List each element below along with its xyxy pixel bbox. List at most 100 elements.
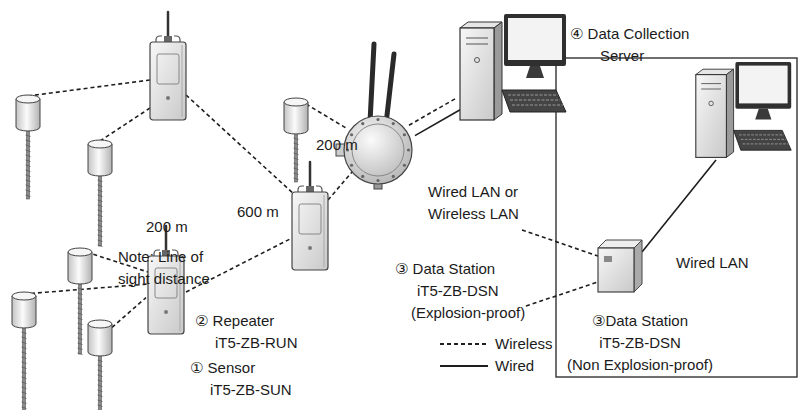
sensor-thread bbox=[98, 405, 103, 407]
sensor-thread bbox=[78, 323, 83, 325]
sensor-thread bbox=[26, 155, 31, 157]
sensor-thread bbox=[26, 150, 31, 152]
device-icon bbox=[598, 240, 642, 292]
sensor-thread bbox=[22, 352, 27, 354]
wired-sample bbox=[440, 365, 488, 367]
sensor-thread bbox=[78, 338, 83, 340]
text-line: Note: Line of bbox=[118, 246, 210, 268]
sensor-cap bbox=[88, 140, 112, 148]
text-line: ② Repeater bbox=[195, 310, 298, 332]
station-lid bbox=[352, 124, 404, 176]
sensor-body bbox=[284, 102, 308, 134]
key-row bbox=[741, 139, 786, 140]
antenna-base bbox=[164, 36, 172, 42]
text-line: ③ Data Station bbox=[395, 258, 525, 280]
server-node: ④ Data Collection Server bbox=[458, 14, 566, 132]
sensor-thread bbox=[26, 180, 31, 182]
sensor-cap bbox=[16, 95, 40, 103]
sensor-body bbox=[68, 252, 92, 284]
distance-label: 200 m bbox=[316, 134, 358, 156]
device-drawing bbox=[336, 44, 412, 189]
tower-front bbox=[460, 28, 494, 120]
repeater-body bbox=[150, 42, 186, 120]
monitor-stand bbox=[526, 66, 544, 78]
sensor-thread bbox=[26, 145, 31, 147]
sensor-thread bbox=[98, 220, 103, 222]
sensor-thread bbox=[98, 185, 103, 187]
wireless-link bbox=[328, 172, 352, 200]
housing-bolt bbox=[350, 164, 353, 167]
sensor-device bbox=[284, 98, 308, 182]
sensor-thread bbox=[26, 170, 31, 172]
sensor-thread bbox=[22, 342, 27, 344]
sensor-thread bbox=[98, 215, 103, 217]
status-led bbox=[308, 246, 312, 250]
power-button bbox=[475, 58, 480, 63]
sensor-thread bbox=[22, 382, 27, 384]
sensor-thread bbox=[98, 365, 103, 367]
sensor-thread bbox=[98, 210, 103, 212]
sensor-thread bbox=[78, 343, 83, 345]
sensor-thread bbox=[98, 225, 103, 227]
sensor-device bbox=[16, 95, 40, 199]
wireless-link bbox=[526, 282, 598, 306]
sensor-thread bbox=[22, 377, 27, 379]
station-antenna bbox=[386, 54, 394, 124]
wireless-link bbox=[306, 104, 346, 128]
sensor-thread bbox=[22, 402, 27, 404]
sensor-thread bbox=[26, 195, 31, 197]
box-indicator bbox=[604, 256, 612, 262]
text-line: iT5-ZB-DSN bbox=[395, 280, 525, 302]
text-line: 200 m bbox=[316, 134, 358, 156]
legend-sample bbox=[436, 355, 492, 377]
wired-link bbox=[415, 109, 461, 135]
text-line: iT5-ZB-DSN bbox=[560, 332, 720, 354]
housing-bolt bbox=[350, 133, 353, 136]
sensor-device bbox=[12, 292, 36, 410]
device-drawing bbox=[598, 240, 642, 292]
wireless-link bbox=[186, 95, 296, 196]
repeater-edge bbox=[182, 45, 183, 117]
text-line: ③Data Station bbox=[560, 310, 720, 332]
sensor-rod bbox=[99, 174, 102, 246]
status-led bbox=[164, 310, 168, 314]
link-label: Wired LAN bbox=[676, 252, 749, 274]
sensor-thread bbox=[78, 308, 83, 310]
sensor-thread bbox=[22, 347, 27, 349]
sensor-rod bbox=[79, 282, 82, 354]
text-line: 200 m bbox=[146, 216, 188, 238]
antenna-base bbox=[306, 186, 314, 192]
legend-sample bbox=[436, 333, 492, 355]
sensor-thread bbox=[98, 205, 103, 207]
legend-text: Wireless bbox=[495, 333, 553, 355]
sensor-thread bbox=[98, 390, 103, 392]
sensor-thread bbox=[26, 185, 31, 187]
sensor-thread bbox=[294, 153, 299, 155]
sensor-thread bbox=[26, 140, 31, 142]
text-line: ④ Data Collection bbox=[570, 23, 689, 45]
sensor-thread bbox=[78, 353, 83, 355]
text-line: 600 m bbox=[237, 201, 279, 223]
power-button bbox=[709, 101, 714, 106]
sensor-thread bbox=[98, 245, 103, 247]
keyboard bbox=[734, 130, 792, 150]
sensor-thread bbox=[78, 318, 83, 320]
device-label: ④ Data Collection Server bbox=[570, 23, 689, 67]
device-label: ③ Data Station iT5-ZB-DSN (Explosion-pro… bbox=[395, 258, 525, 324]
sensor-thread bbox=[22, 392, 27, 394]
sensor-thread bbox=[78, 348, 83, 350]
tower-side bbox=[494, 22, 502, 120]
repeater-panel bbox=[299, 204, 321, 234]
sensor-thread bbox=[26, 175, 31, 177]
wireless-link bbox=[112, 298, 146, 328]
sensor-rod bbox=[99, 354, 102, 410]
inset-frame bbox=[556, 58, 797, 377]
computer-device bbox=[696, 62, 791, 157]
sensor-thread bbox=[98, 380, 103, 382]
sensor-thread bbox=[98, 385, 103, 387]
repeater-device bbox=[292, 162, 328, 270]
sensor-cap bbox=[88, 320, 112, 328]
sensor-cap bbox=[284, 98, 308, 106]
text-line: (Non Explosion-proof) bbox=[560, 354, 720, 376]
drive-slot bbox=[701, 83, 721, 84]
